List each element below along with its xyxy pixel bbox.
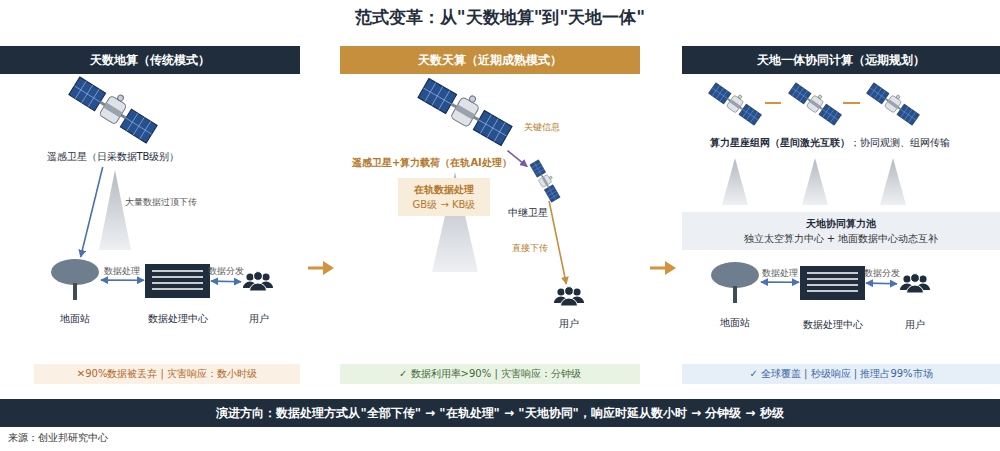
node-label-group: 用户 bbox=[559, 317, 579, 330]
compute-pool-band: 天地协同算力池独立太空算力中心 + 地面数据中心动态互补 bbox=[682, 212, 1000, 250]
node-text: 用户 bbox=[559, 317, 579, 330]
node-label-group: 用户 bbox=[905, 318, 925, 331]
constellation-node: 算力星座组网（星间激光互联）；协同观测、组网传输 bbox=[705, 82, 955, 128]
ground-station: 地面站 bbox=[710, 262, 760, 302]
edge-label: 大量数据过顶下传 bbox=[125, 196, 197, 208]
dish-icon bbox=[51, 259, 99, 300]
user-group: 用户 bbox=[898, 272, 932, 296]
datacenter-icon bbox=[800, 266, 865, 300]
satellite-icon bbox=[417, 72, 515, 146]
datacenter-icon bbox=[145, 264, 210, 298]
node-text: 在轨数据处理 bbox=[414, 182, 474, 197]
node-text: 地面站 bbox=[720, 316, 750, 329]
node-label-group: 地面站 bbox=[60, 312, 90, 325]
flow-arrow bbox=[866, 282, 897, 284]
satellite-icon bbox=[866, 79, 922, 125]
node-label-group: 数据处理中心 bbox=[148, 312, 208, 325]
node-text: 遥感卫星+算力载荷（在轨AI处理） bbox=[352, 156, 512, 169]
ground-station: 地面站 bbox=[50, 258, 100, 302]
satellite-node: 遥感卫星（日采数据TB级别） bbox=[72, 84, 154, 166]
node-text: 用户 bbox=[249, 312, 269, 325]
downlink-beam bbox=[802, 158, 828, 205]
node-text: 天地一体协同计算（远期规划） bbox=[757, 52, 925, 68]
node-text: ；协同观测、组网传输 bbox=[850, 137, 950, 148]
flow-arrow bbox=[101, 279, 144, 281]
node-label-group: 遥感卫星（日采数据TB级别） bbox=[47, 150, 180, 163]
node-text: 算力星座组网（星间激光互联） bbox=[710, 137, 850, 148]
satellite-icon bbox=[68, 71, 160, 143]
node-text: 数据处理中心 bbox=[148, 312, 208, 325]
status-bar: ✓ 全球覆盖 | 秒级响应 | 推理占99%市场 bbox=[682, 364, 1000, 384]
node-text: ✓ 全球覆盖 | 秒级响应 | 推理占99%市场 bbox=[749, 367, 932, 381]
node-label-group: 遥感卫星+算力载荷（在轨AI处理） bbox=[352, 156, 512, 169]
edge-label: 关键信息 bbox=[524, 121, 560, 133]
panel-header: 天数地算（传统模式） bbox=[0, 46, 300, 74]
laser-link bbox=[765, 102, 860, 104]
dish-icon bbox=[711, 262, 759, 303]
flow-arrow bbox=[549, 201, 566, 284]
diagram-title: 范式变革：从"天数地算"到"天地一体" bbox=[0, 6, 1000, 28]
node-text: 演进方向：数据处理方式从"全部下传" → "在轨处理" → "天地协同"，响应时… bbox=[216, 405, 783, 421]
data-center: 数据处理中心 bbox=[145, 263, 210, 298]
flow-arrow bbox=[761, 281, 799, 283]
edge-label: 数据分发 bbox=[208, 265, 244, 277]
panel-header: 天地一体协同计算（远期规划） bbox=[682, 46, 1000, 74]
node-text: ✕90%数据被丢弃 | 灾害响应：数小时级 bbox=[77, 367, 257, 381]
node-label-group: 地面站 bbox=[720, 316, 750, 329]
node-label-group: 数据处理中心 bbox=[803, 318, 863, 331]
stage-arrow-shaft bbox=[308, 267, 325, 270]
satellite-icon bbox=[788, 79, 844, 125]
node-label-group: 用户 bbox=[249, 312, 269, 325]
downlink-beam bbox=[722, 158, 748, 205]
edge-label: 数据处理 bbox=[104, 265, 140, 277]
node-text: 独立太空算力中心 + 地面数据中心动态互补 bbox=[744, 231, 939, 246]
node-text: ✓ 数据利用率>90% | 灾害响应：分钟级 bbox=[399, 367, 581, 381]
edge-label: 数据处理 bbox=[762, 267, 798, 279]
edge-label: 直接下传 bbox=[512, 242, 548, 254]
relay-satellite-icon bbox=[530, 158, 563, 202]
downlink-beam bbox=[99, 170, 131, 250]
node-text: 中继卫星 bbox=[508, 206, 548, 219]
node-text: 地面站 bbox=[60, 312, 90, 325]
satellite-node: 遥感卫星+算力载荷（在轨AI处理） bbox=[425, 84, 507, 150]
satellite-icon bbox=[708, 79, 764, 125]
footer-band: 演进方向：数据处理方式从"全部下传" → "在轨处理" → "天地协同"，响应时… bbox=[0, 399, 1000, 427]
downlink-beam bbox=[880, 158, 906, 205]
processing-box: 在轨数据处理GB级 → KB级 bbox=[398, 178, 490, 216]
user-group: 用户 bbox=[552, 285, 586, 309]
users-icon bbox=[243, 272, 273, 291]
status-bar: ✓ 数据利用率>90% | 灾害响应：分钟级 bbox=[340, 364, 640, 384]
panel-header: 天数天算（近期成熟模式） bbox=[340, 46, 640, 74]
node-label-group: 算力星座组网（星间激光互联）；协同观测、组网传输 bbox=[710, 136, 950, 149]
node-text: 天数天算（近期成熟模式） bbox=[418, 52, 562, 68]
node-text: GB级 → KB级 bbox=[413, 197, 476, 212]
flow-arrow bbox=[81, 167, 103, 257]
node-text: 天数地算（传统模式） bbox=[90, 52, 210, 68]
flow-arrow bbox=[211, 280, 241, 282]
users-icon bbox=[554, 287, 584, 306]
status-bar: ✕90%数据被丢弃 | 灾害响应：数小时级 bbox=[34, 364, 300, 384]
users-icon bbox=[900, 274, 930, 293]
node-text: 天地协同算力池 bbox=[806, 216, 876, 231]
user-group: 用户 bbox=[242, 270, 275, 294]
relay-satellite: 中继卫星 bbox=[528, 162, 562, 200]
edge-label: 数据分发 bbox=[864, 267, 900, 279]
data-center: 数据处理中心 bbox=[800, 265, 865, 300]
stage-arrow-head bbox=[323, 261, 334, 275]
node-text: 遥感卫星（日采数据TB级别） bbox=[47, 150, 180, 163]
node-text: 数据处理中心 bbox=[803, 318, 863, 331]
node-label-group: 中继卫星 bbox=[508, 206, 548, 219]
source-caption: 来源：创业邦研究中心 bbox=[8, 431, 108, 445]
stage-arrow-shaft bbox=[650, 267, 667, 270]
node-text: 用户 bbox=[905, 318, 925, 331]
stage-arrow-head bbox=[665, 261, 676, 275]
